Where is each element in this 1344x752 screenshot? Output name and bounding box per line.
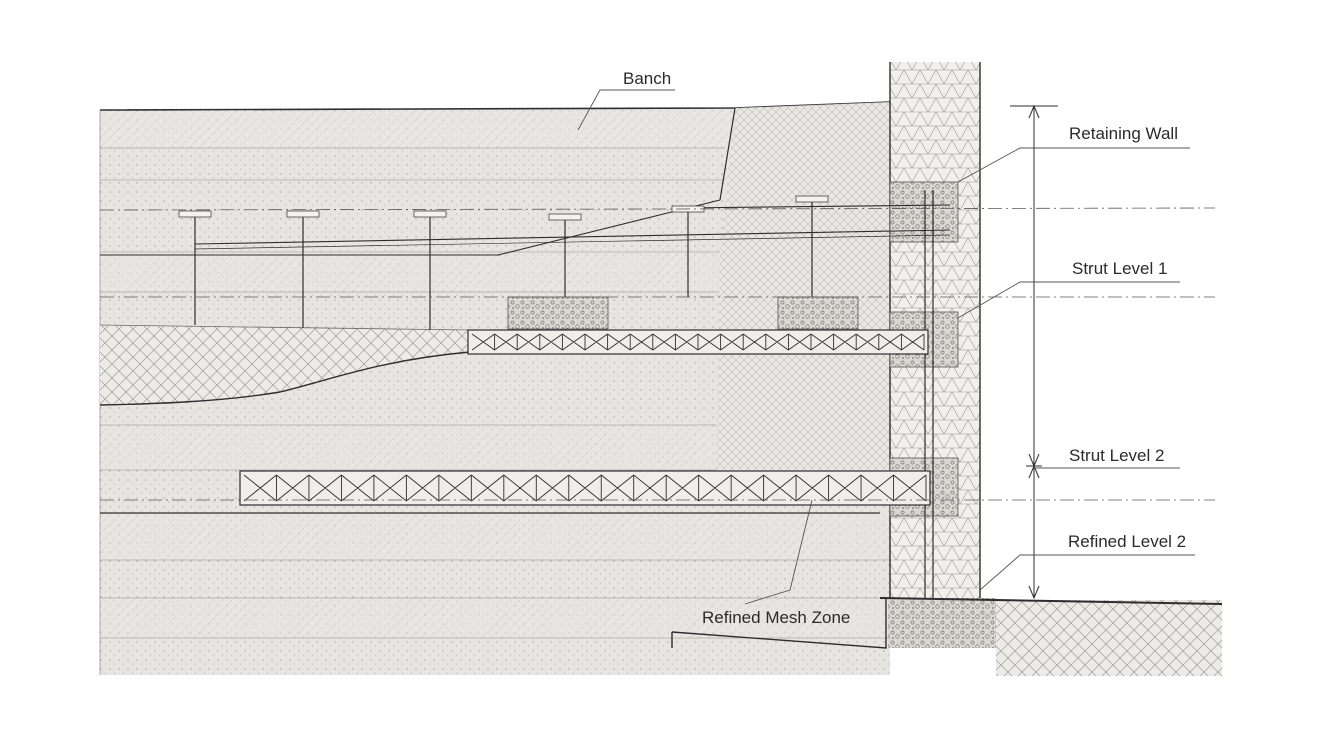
post-cap (286, 210, 320, 218)
level-centerlines (99, 207, 1216, 501)
gravel-pads (507, 296, 859, 330)
post-cap (413, 210, 447, 218)
retaining-wall (889, 62, 981, 598)
post-cap (178, 210, 212, 218)
label-refined-level-2: Refined Level 2 (1068, 532, 1186, 551)
dimension-line (1010, 104, 1058, 600)
wall-foundation (671, 597, 1223, 676)
upper-bracing (100, 195, 951, 330)
label-refined-mesh-zone: Refined Mesh Zone (702, 608, 850, 627)
truss-strut-level-2 (239, 470, 931, 506)
leader-lines (577, 89, 1195, 605)
label-retaining-wall: Retaining Wall (1069, 124, 1178, 143)
soil-body (99, 101, 891, 675)
label-banch: Banch (623, 69, 671, 88)
truss-strut-level-1 (467, 329, 929, 355)
label-strut-level-1: Strut Level 1 (1072, 259, 1167, 278)
soft-clay-layer (99, 324, 471, 406)
label-strut-level-2: Strut Level 2 (1069, 446, 1164, 465)
post-cap (548, 213, 582, 221)
post-cap (795, 195, 829, 203)
